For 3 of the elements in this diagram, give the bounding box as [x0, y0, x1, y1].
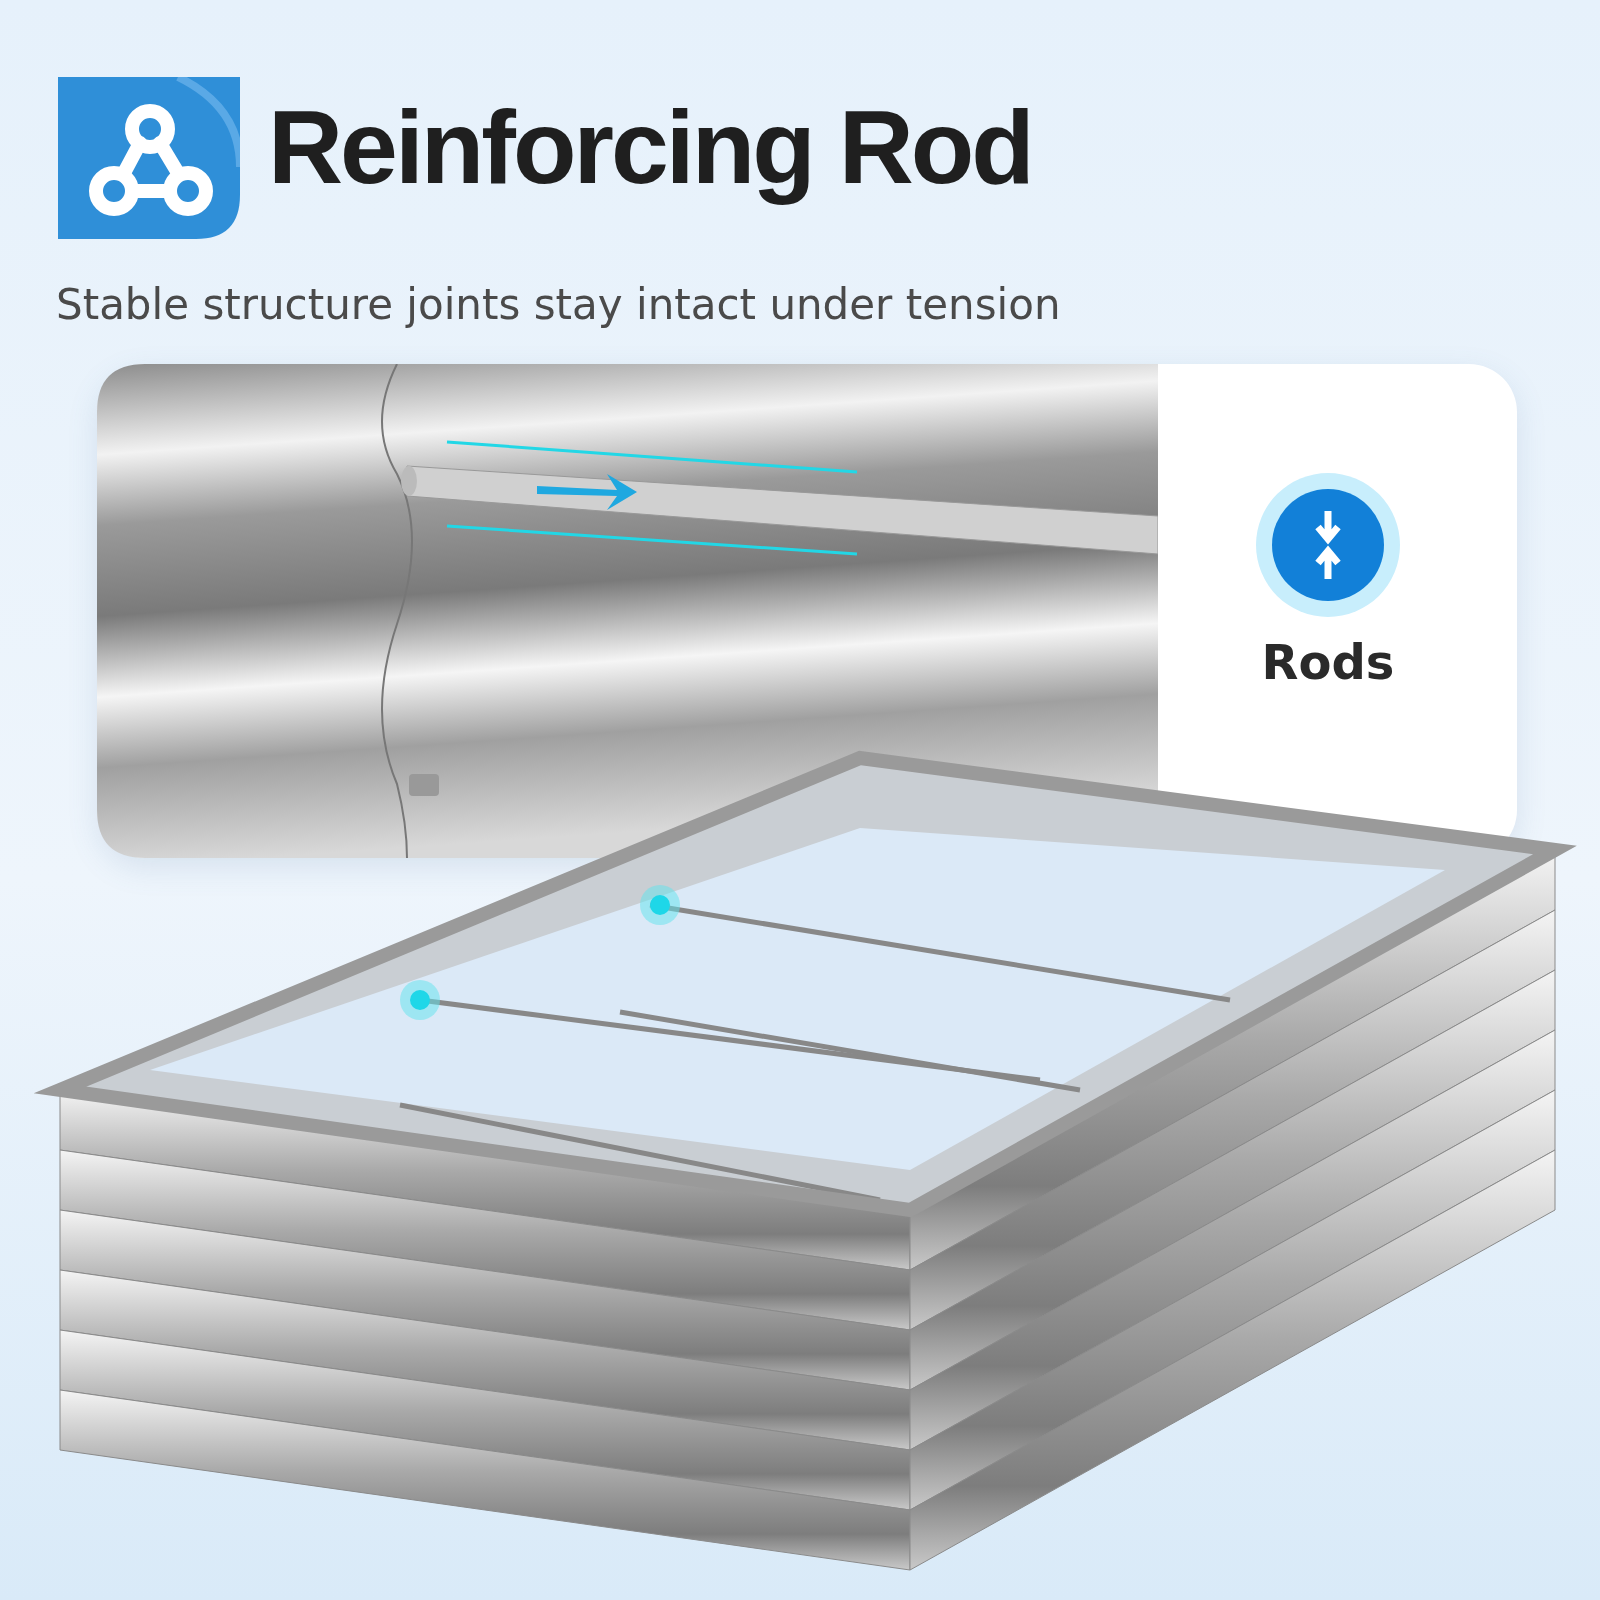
subtitle: Stable structure joints stay intact under tension	[56, 280, 1061, 329]
title: Reinforcing Rod	[268, 88, 1032, 207]
rods-label: Rods	[1260, 634, 1396, 690]
